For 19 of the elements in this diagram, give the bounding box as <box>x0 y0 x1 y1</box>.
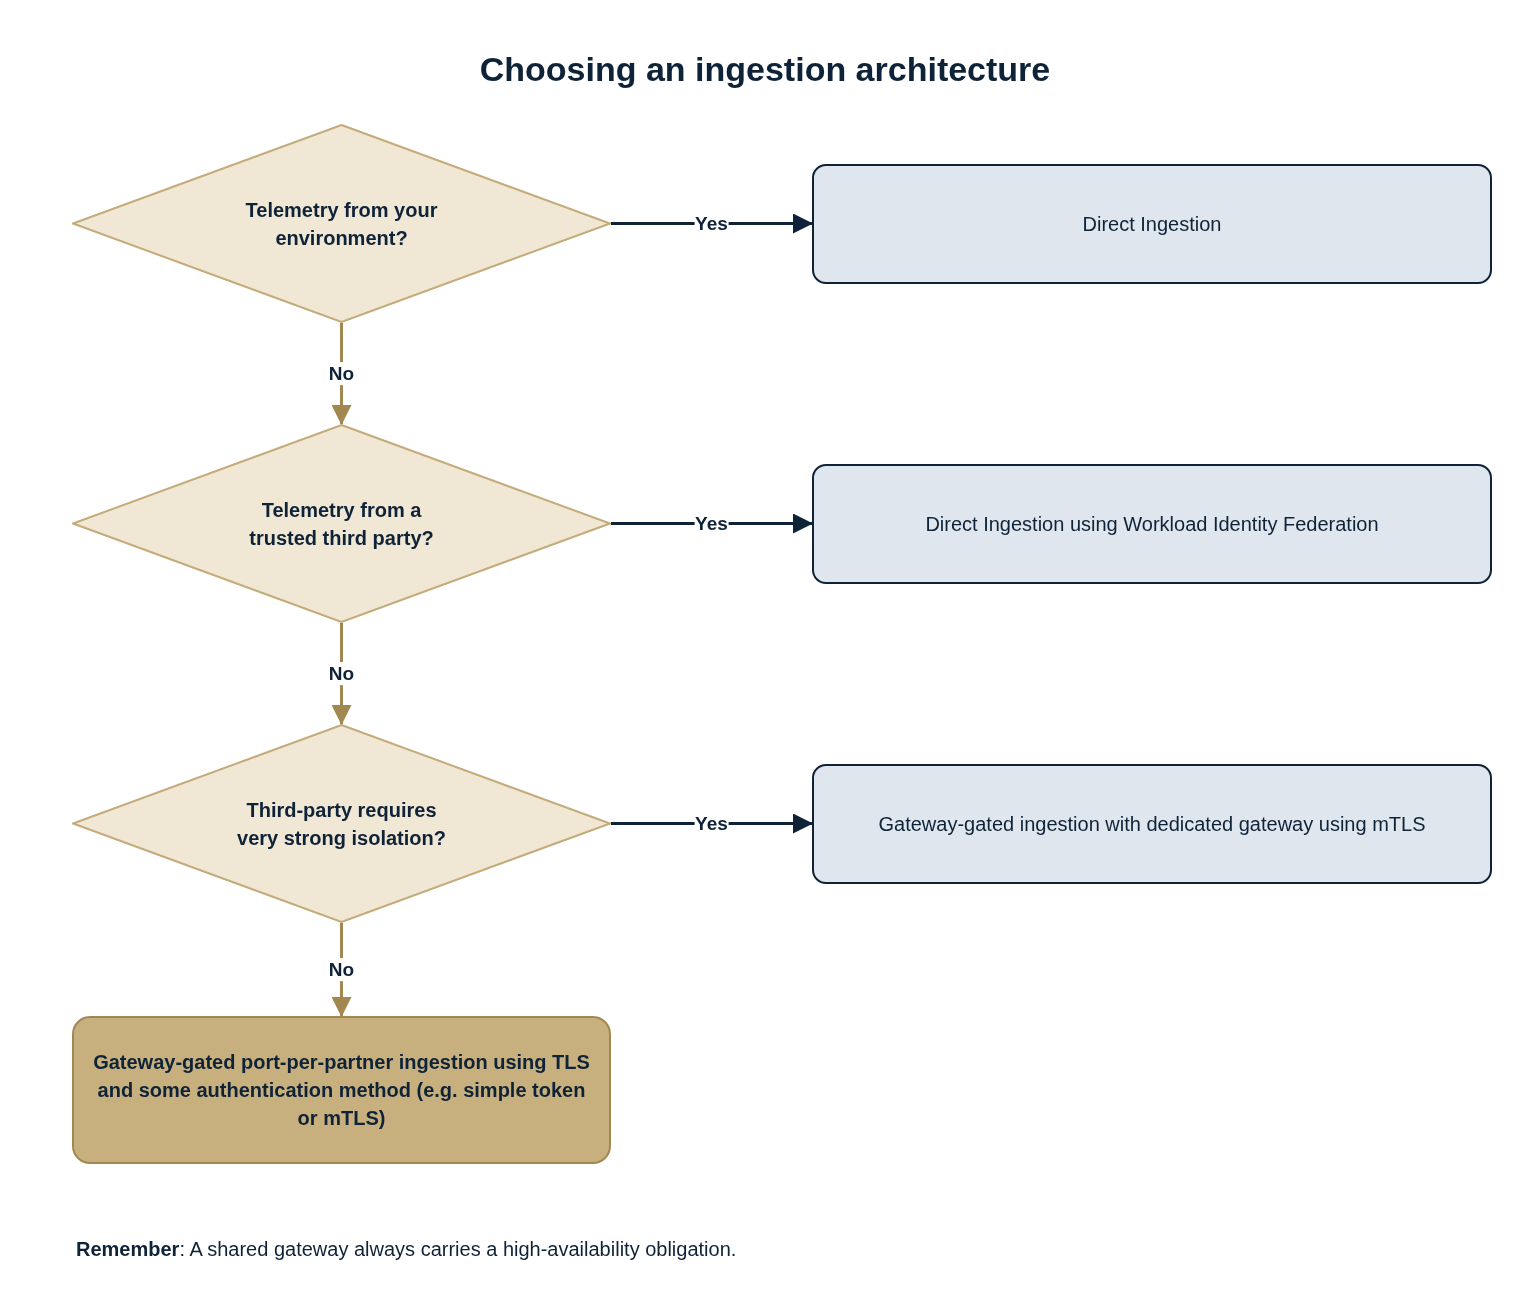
edge-label: No <box>327 361 356 386</box>
diagram-title: Choosing an ingestion architecture <box>479 49 1051 90</box>
decision-diamond <box>72 424 611 623</box>
note-text: Remember: A shared gateway always carries a high-availability obligation. <box>76 1237 737 1262</box>
decision-diamond <box>72 724 611 923</box>
process-box <box>812 764 1492 884</box>
node-text: Gateway-gated port-per-partner ingestion using TLS and some authentication method (e.g. simple token or mTLS) <box>92 1050 591 1131</box>
node-text: Telemetry from a trusted third party? <box>248 497 435 551</box>
edge-label: No <box>327 957 356 982</box>
node-text: Direct Ingestion using Workload Identity Federation <box>925 512 1379 537</box>
node-text: Telemetry from your environment? <box>244 197 439 251</box>
process-box <box>812 464 1492 584</box>
edge-label: No <box>327 661 356 686</box>
process-box <box>812 164 1492 284</box>
node-text: Direct Ingestion <box>1082 212 1222 237</box>
process-box <box>72 1016 611 1164</box>
node-text: Gateway-gated ingestion with dedicated gateway using mTLS <box>878 812 1426 837</box>
node-text: Third-party requires very strong isolation? <box>236 797 447 851</box>
decision-diamond <box>72 124 611 323</box>
